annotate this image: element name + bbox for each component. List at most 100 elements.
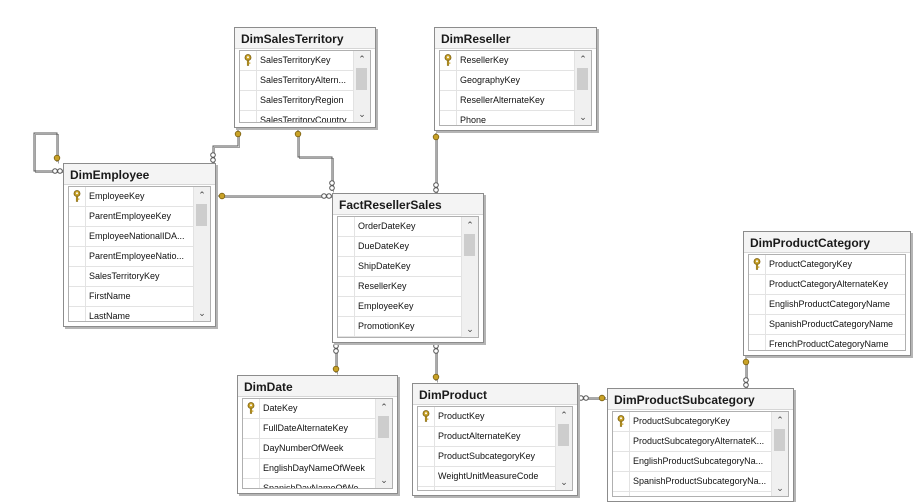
scroll-up-chevron-icon[interactable]: ⌃ xyxy=(579,54,587,64)
vertical-scrollbar[interactable]: ⌃⌄ xyxy=(574,51,591,125)
primary-key-icon xyxy=(244,54,252,66)
column-row-reseller-key[interactable]: ResellerKey xyxy=(338,277,461,297)
vertical-scrollbar[interactable]: ⌃⌄ xyxy=(193,187,210,321)
column-name: ProductSubcategoryKey xyxy=(633,416,731,426)
column-row-spanish-product-category-name[interactable]: SpanishProductCategoryName xyxy=(749,315,905,335)
column-row-parent-employee-natio[interactable]: ParentEmployeeNatio... xyxy=(69,247,193,267)
scroll-up-chevron-icon[interactable]: ⌃ xyxy=(198,190,206,200)
table-dimproductsubcategory[interactable]: DimProductSubcategory ProductSubcategory… xyxy=(607,388,794,502)
column-row-due-date-key[interactable]: DueDateKey xyxy=(338,237,461,257)
link-dimemployee-self[interactable] xyxy=(33,132,65,174)
scroll-up-chevron-icon[interactable]: ⌃ xyxy=(466,220,474,230)
row-selector xyxy=(240,111,257,122)
column-row-sales-territory-key[interactable]: SalesTerritoryKey xyxy=(69,267,193,287)
primary-key-icon xyxy=(617,415,625,427)
link-dimproductsubcategory-dimproductcategory[interactable] xyxy=(742,358,750,390)
vertical-scrollbar[interactable]: ⌃⌄ xyxy=(461,217,478,337)
column-name: ResellerKey xyxy=(460,55,509,65)
column-row-first-name[interactable]: FirstName xyxy=(69,287,193,307)
link-factresellersales-dimemployee[interactable] xyxy=(218,192,334,200)
scroll-thumb[interactable] xyxy=(356,68,367,90)
scroll-down-chevron-icon[interactable]: ⌄ xyxy=(579,112,587,122)
column-row-french-product-category-name[interactable]: FrenchProductCategoryName xyxy=(749,335,905,350)
scroll-thumb[interactable] xyxy=(464,234,475,256)
column-row-product-subcategory-alternate-k[interactable]: ProductSubcategoryAlternateK... xyxy=(613,432,771,452)
link-factresellersales-dimreseller[interactable] xyxy=(432,133,440,195)
vertical-scrollbar[interactable]: ⌃⌄ xyxy=(375,399,392,488)
column-row-phone[interactable]: Phone xyxy=(440,111,574,125)
link-dimproduct-dimproductsubcategory[interactable] xyxy=(578,394,608,402)
column-row-currency-key[interactable]: CurrencyKey xyxy=(338,337,461,338)
scroll-up-chevron-icon[interactable]: ⌃ xyxy=(358,54,366,64)
column-row-date-key[interactable]: DateKey xyxy=(243,399,375,419)
scroll-thumb[interactable] xyxy=(577,68,588,90)
scroll-down-chevron-icon[interactable]: ⌄ xyxy=(380,475,388,485)
scroll-down-chevron-icon[interactable]: ⌄ xyxy=(776,483,784,493)
column-row-last-name[interactable]: LastName xyxy=(69,307,193,321)
column-row-product-key[interactable]: ProductKey xyxy=(418,407,555,427)
column-row-english-product-subcategory-na[interactable]: EnglishProductSubcategoryNa... xyxy=(613,452,771,472)
primary-key-icon xyxy=(753,258,761,270)
link-factresellersales-dimdate[interactable] xyxy=(332,343,340,375)
column-row-english-day-name-of-week[interactable]: EnglishDayNameOfWeek xyxy=(243,459,375,479)
relationship-infinity-end-icon xyxy=(333,343,339,354)
scroll-down-chevron-icon[interactable]: ⌄ xyxy=(358,109,366,119)
column-row-reseller-key[interactable]: ResellerKey xyxy=(440,51,574,71)
column-row-spanish-product-subcategory-na[interactable]: SpanishProductSubcategoryNa... xyxy=(613,472,771,492)
column-row-full-date-alternate-key[interactable]: FullDateAlternateKey xyxy=(243,419,375,439)
scroll-up-chevron-icon[interactable]: ⌃ xyxy=(776,415,784,425)
column-row-french-product-subcategory-na[interactable]: FrenchProductSubcategoryNa... xyxy=(613,492,771,496)
column-row-employee-key[interactable]: EmployeeKey xyxy=(69,187,193,207)
column-name: ProductSubcategoryAlternateK... xyxy=(633,436,765,446)
column-row-sales-territory-key[interactable]: SalesTerritoryKey xyxy=(240,51,353,71)
scroll-down-chevron-icon[interactable]: ⌄ xyxy=(560,477,568,487)
column-row-promotion-key[interactable]: PromotionKey xyxy=(338,317,461,337)
scroll-down-chevron-icon[interactable]: ⌄ xyxy=(466,324,474,334)
column-row-sales-territory-region[interactable]: SalesTerritoryRegion xyxy=(240,91,353,111)
vertical-scrollbar[interactable]: ⌃⌄ xyxy=(353,51,370,122)
link-factresellersales-dimsalesterritory[interactable] xyxy=(294,130,335,193)
column-row-size-unit-measure-code[interactable]: SizeUnitMeasureCode xyxy=(418,487,555,490)
scroll-down-chevron-icon[interactable]: ⌄ xyxy=(198,308,206,318)
column-name: CurrencyKey xyxy=(358,337,459,338)
scroll-thumb[interactable] xyxy=(558,424,569,446)
column-row-weight-unit-measure-code[interactable]: WeightUnitMeasureCode xyxy=(418,467,555,487)
column-row-product-subcategory-key[interactable]: ProductSubcategoryKey xyxy=(613,412,771,432)
link-dimemployee-dimsalesterritory[interactable] xyxy=(210,130,242,165)
column-row-employee-national-ida[interactable]: EmployeeNationalIDA... xyxy=(69,227,193,247)
column-row-product-alternate-key[interactable]: ProductAlternateKey xyxy=(418,427,555,447)
column-row-product-subcategory-key[interactable]: ProductSubcategoryKey xyxy=(418,447,555,467)
scroll-up-chevron-icon[interactable]: ⌃ xyxy=(380,402,388,412)
column-row-ship-date-key[interactable]: ShipDateKey xyxy=(338,257,461,277)
link-factresellersales-dimproduct[interactable] xyxy=(432,343,440,383)
row-selector xyxy=(749,315,766,334)
column-row-sales-territory-altern[interactable]: SalesTerritoryAltern... xyxy=(240,71,353,91)
column-row-reseller-alternate-key[interactable]: ResellerAlternateKey xyxy=(440,91,574,111)
column-name: SalesTerritoryCountry xyxy=(260,115,347,123)
column-row-day-number-of-week[interactable]: DayNumberOfWeek xyxy=(243,439,375,459)
column-row-geography-key[interactable]: GeographyKey xyxy=(440,71,574,91)
column-name: EmployeeNationalIDA... xyxy=(89,231,185,241)
scroll-up-chevron-icon[interactable]: ⌃ xyxy=(560,410,568,420)
column-row-order-date-key[interactable]: OrderDateKey xyxy=(338,217,461,237)
column-row-english-product-category-name[interactable]: EnglishProductCategoryName xyxy=(749,295,905,315)
column-row-parent-employee-key[interactable]: ParentEmployeeKey xyxy=(69,207,193,227)
column-row-spanish-day-name-of-we[interactable]: SpanishDayNameOfWe... xyxy=(243,479,375,488)
column-row-product-category-key[interactable]: ProductCategoryKey xyxy=(749,255,905,275)
column-row-sales-territory-country[interactable]: SalesTerritoryCountry xyxy=(240,111,353,123)
vertical-scrollbar[interactable]: ⌃⌄ xyxy=(771,412,788,496)
column-row-product-category-alternate-key[interactable]: ProductCategoryAlternateKey xyxy=(749,275,905,295)
column-name: ProductSubcategoryKey xyxy=(438,451,536,461)
scroll-thumb[interactable] xyxy=(196,204,207,226)
column-row-employee-key[interactable]: EmployeeKey xyxy=(338,297,461,317)
scroll-thumb[interactable] xyxy=(774,429,785,451)
vertical-scrollbar[interactable]: ⌃⌄ xyxy=(555,407,572,490)
scroll-thumb[interactable] xyxy=(378,416,389,438)
